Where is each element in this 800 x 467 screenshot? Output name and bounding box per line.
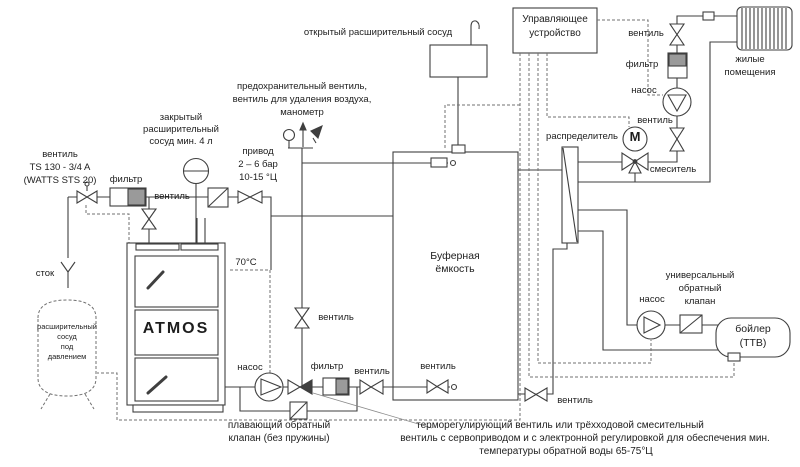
- actuator-label-1: привод: [242, 146, 274, 157]
- buffer-label-2: ёмкость: [435, 263, 475, 275]
- radiator: [736, 6, 793, 51]
- drain-label: сток: [35, 268, 55, 279]
- note-label-1: терморегулирующий вентиль или трёхходово…: [416, 420, 704, 431]
- dhw-pump: [636, 310, 666, 340]
- actuator-label-2: 2 – 6 бар: [238, 159, 278, 170]
- valve-supply-label: вентиль: [628, 28, 664, 39]
- safety-label-3: манометр: [280, 107, 324, 118]
- actuator-label-3: 10-15 °Ц: [239, 172, 277, 183]
- temp-70-label: 70°C: [235, 257, 257, 268]
- filter-heating: [667, 52, 688, 79]
- air-vent-arrow-icon: [299, 121, 307, 131]
- control-wires: [85, 19, 735, 421]
- valve-riser: [293, 307, 311, 329]
- dhw-label-2: (ТТВ): [739, 337, 767, 349]
- note-pointer-line: [312, 392, 433, 429]
- pressure-vessel-label-2: сосуд: [57, 332, 77, 341]
- safety-label-2: вентиль для удаления воздуха,: [232, 94, 372, 105]
- universal-check-label-2: обратный: [678, 283, 722, 294]
- boiler-pump-label: насос: [237, 362, 263, 373]
- buffer-fittings: [426, 144, 466, 395]
- pressure-vessel-label-3: под: [60, 342, 74, 351]
- closed-vessel-label-1: закрытый: [159, 112, 203, 123]
- dhw-pump-label: насос: [639, 294, 665, 305]
- filter-bottom-label: фильтр: [310, 361, 344, 372]
- pressure-expansion-vessel: [37, 299, 97, 410]
- safety-group: [282, 121, 323, 144]
- closed-expansion-vessel: [182, 157, 210, 185]
- boiler-pump: [254, 372, 284, 402]
- pipe-fitting: [702, 11, 715, 21]
- actuator-valve: [237, 190, 263, 204]
- valve-bottom-label: вентиль: [354, 366, 390, 377]
- filter-heating-label: фильтр: [625, 59, 659, 70]
- universal-check-label-3: клапан: [684, 296, 716, 307]
- closed-vessel-label-2: расширительный: [143, 124, 219, 135]
- dhw-boiler: [715, 317, 791, 362]
- valve-return-label: вентиль: [637, 115, 673, 126]
- check-valve-boiler: [287, 379, 313, 395]
- ts-valve-label-3: (WATTS STS 20): [23, 175, 97, 186]
- mixer-label: смеситель: [649, 164, 697, 175]
- valve-riser-label: вентиль: [318, 312, 354, 323]
- note-label-3: температуры обратной воды 65-75°Ц: [479, 446, 653, 457]
- safety-heat-exchanger: [207, 187, 229, 208]
- control-unit-label-1: Управляющее: [522, 14, 588, 25]
- open-expansion-vessel: [429, 44, 488, 78]
- filter-left: [109, 187, 147, 207]
- closed-vessel-label-3: сосуд мин. 4 л: [149, 136, 213, 147]
- ts-valve-label-1: вентиль: [42, 149, 78, 160]
- control-unit-box: [512, 7, 598, 54]
- dhw-sensor-fitting: [727, 352, 741, 362]
- living-label-1: жилые: [735, 54, 765, 65]
- valve-heating-supply: [668, 23, 686, 46]
- valve-heating-return: [668, 127, 686, 152]
- buffer-label-1: Буферная: [430, 250, 480, 262]
- boiler-door-handle-top: [146, 270, 165, 290]
- safety-label-1: предохранительный вентиль,: [236, 81, 368, 92]
- float-check-label-2: клапан (без пружины): [228, 433, 330, 444]
- control-unit-label-2: устройство: [529, 28, 581, 39]
- valve-buffer-bottom-left: [359, 378, 384, 396]
- float-check-label-1: плавающий обратный: [227, 420, 331, 431]
- distributor-label: распределитель: [546, 131, 618, 142]
- note-label-2: вентиль с сервоприводом и с электронной …: [400, 433, 770, 444]
- universal-check-label-1: универсальный: [665, 270, 735, 281]
- pressure-vessel-label-4: давлением: [47, 352, 87, 361]
- open-vessel-label: открытый расширительный сосуд: [303, 27, 453, 38]
- filter-bottom: [322, 377, 350, 396]
- valve-cooling-label: вентиль: [154, 191, 190, 202]
- heating-pump: [662, 87, 692, 117]
- valve-tank-label: вентиль: [420, 361, 456, 372]
- manometer-icon: [282, 128, 296, 142]
- dhw-label-1: бойлер: [735, 323, 771, 335]
- filter-left-label: фильтр: [109, 174, 143, 185]
- ts-valve-label-2: TS 130 - 3/4 A: [29, 162, 91, 173]
- ts130-valve: [76, 181, 98, 204]
- safety-valve-icon: [310, 124, 323, 140]
- buffer-tank: [392, 151, 519, 401]
- boiler-brand-label: ATMOS: [142, 320, 210, 337]
- motor-label: M: [629, 129, 641, 144]
- valve-cooling-loop: [140, 208, 158, 230]
- float-check-valve: [289, 401, 308, 420]
- pressure-vessel-label-1: расширительный: [37, 322, 97, 331]
- distributor: [561, 146, 579, 244]
- valve-buffer-right-label: вентиль: [557, 395, 593, 406]
- mixing-valve: [621, 151, 649, 174]
- living-label-2: помещения: [724, 67, 776, 78]
- atmos-boiler: [126, 242, 226, 413]
- universal-check-valve: [679, 314, 703, 334]
- mixer-motor: [622, 126, 648, 152]
- heating-pump-label: насос: [631, 85, 657, 96]
- valve-buffer-bottom-right: [524, 387, 548, 402]
- boiler-door-handle-bottom: [146, 375, 168, 395]
